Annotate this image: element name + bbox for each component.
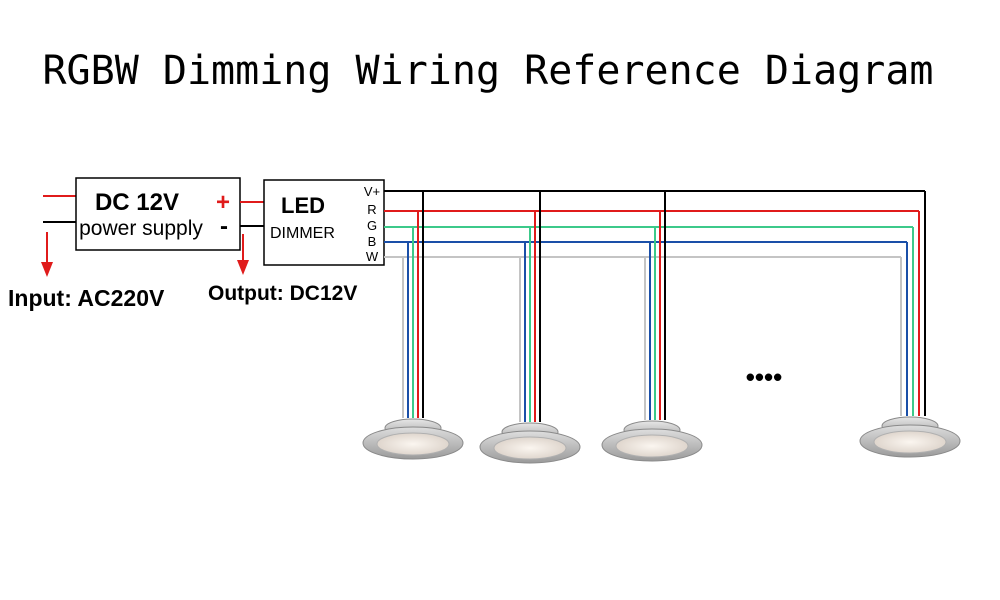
downlight-4 [859,416,961,458]
led-dimmer-box [263,179,385,266]
minus-terminal: - [220,213,228,240]
power-supply-box [75,177,241,251]
downlight-2 [479,422,581,464]
diagram-title: RGBW Dimming Wiring Reference Diagram [42,48,933,94]
input-wiring [41,195,76,277]
led-dimmer: LED DIMMER V+ R G B W [263,179,385,266]
input-arrow-icon [41,262,53,277]
pin-label-v-plus: V+ [364,184,380,199]
pin-label-w: W [366,249,379,264]
power-supply-label: power supply [79,217,203,240]
power-supply: DC 12V power supply + - [75,177,241,251]
input-label: Input: AC220V [8,285,165,311]
downlight-3 [601,420,703,462]
more-lights-ellipsis: •••• [746,362,782,392]
drop-wiring [402,191,926,422]
bus-wiring [384,190,925,258]
dimmer-label-led: LED [281,193,325,218]
pin-label-r: R [367,202,376,217]
plus-terminal: + [216,189,230,216]
output-label: Output: DC12V [208,282,357,305]
output-arrow-icon [237,260,249,275]
downlight-1 [362,418,464,460]
psu-to-dimmer-wiring [237,201,264,275]
power-supply-voltage: DC 12V [95,189,179,216]
dimmer-label-dimmer: DIMMER [270,225,335,242]
pin-label-b: B [368,234,377,249]
pin-label-g: G [367,218,377,233]
